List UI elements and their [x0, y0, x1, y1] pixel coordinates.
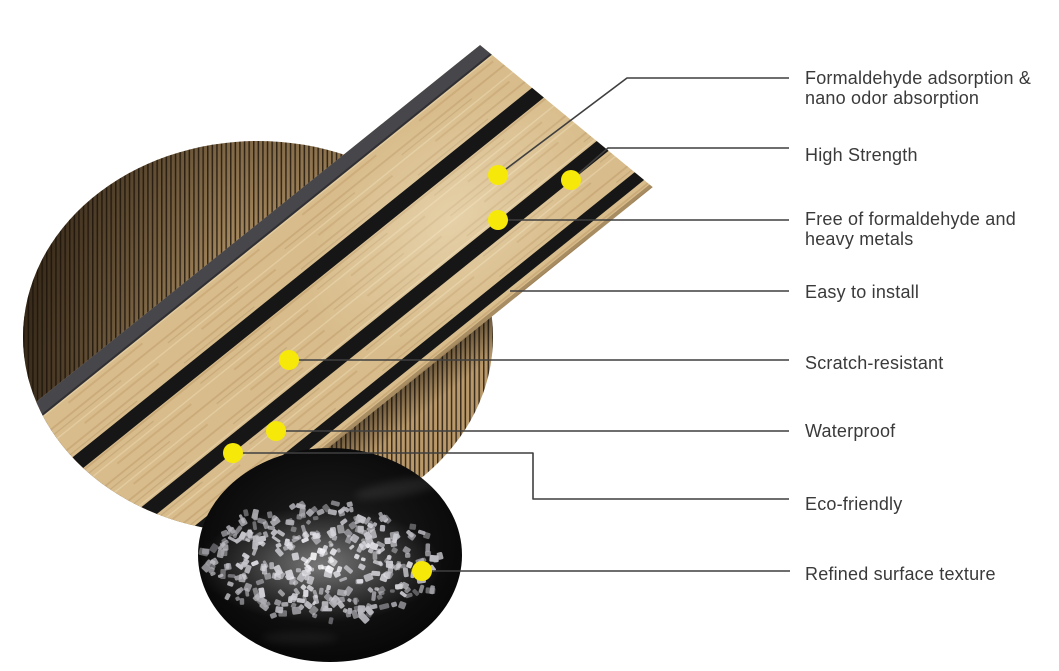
reflection-wisp: [354, 476, 446, 500]
callout-line-eco-friendly: [233, 452, 789, 500]
callout-line-formaldehyde-adsorption: [497, 77, 789, 176]
feature-dot-formaldehyde-adsorption: [488, 165, 508, 185]
feature-dot-scratch-resistant: [279, 350, 299, 370]
callout-lines: [233, 77, 790, 572]
feature-dot-high-strength: [561, 170, 581, 190]
granule-circle: [198, 448, 462, 662]
feature-dots: [223, 165, 581, 581]
callout-line-high-strength: [570, 147, 789, 181]
feature-dot-surface-texture: [412, 561, 432, 581]
feature-dot-formaldehyde-free: [488, 210, 508, 230]
feature-dot-eco-friendly: [223, 443, 243, 463]
plastic-granules: [198, 500, 444, 625]
feature-dot-waterproof: [266, 421, 286, 441]
